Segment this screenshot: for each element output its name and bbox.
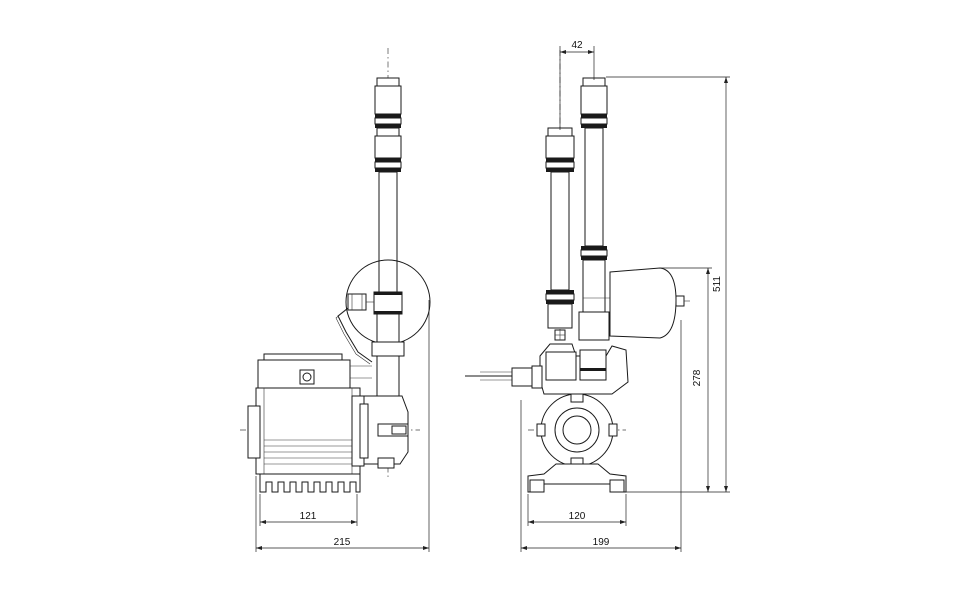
front-left-pipe: [545, 127, 575, 341]
dim-side-total-width: 215: [255, 300, 430, 552]
dim-label-42: 42: [571, 40, 583, 51]
front-cable-gland: [465, 365, 543, 389]
dim-label-121: 121: [300, 511, 317, 522]
dim-side-motor-width: 121: [259, 494, 358, 526]
front-right-pipe: [578, 77, 610, 341]
side-riser-pipe: [378, 171, 398, 293]
dim-label-215: 215: [334, 537, 351, 548]
side-motor: [247, 387, 369, 475]
dim-front-total-width: 199: [520, 320, 682, 552]
dim-label-120: 120: [569, 511, 586, 522]
side-terminal-box: [257, 353, 372, 389]
dim-front-outlet-height: 278: [660, 267, 712, 492]
side-base-fins: [259, 473, 361, 493]
front-view: 42 511 278 120: [465, 40, 730, 552]
side-pressure-switch: [347, 293, 367, 311]
dim-label-511: 511: [712, 276, 723, 292]
side-top-fitting: [374, 77, 402, 172]
front-pressure-vessel: [609, 267, 690, 339]
front-pump-volute: [536, 393, 618, 467]
dim-front-base-width: 120: [527, 494, 627, 526]
dim-front-total-height: 511: [606, 76, 730, 493]
dim-label-199: 199: [593, 537, 610, 548]
dim-front-pipe-spacing: 42: [559, 40, 595, 130]
dim-label-278: 278: [692, 369, 703, 386]
side-view: 121 215: [240, 48, 431, 552]
